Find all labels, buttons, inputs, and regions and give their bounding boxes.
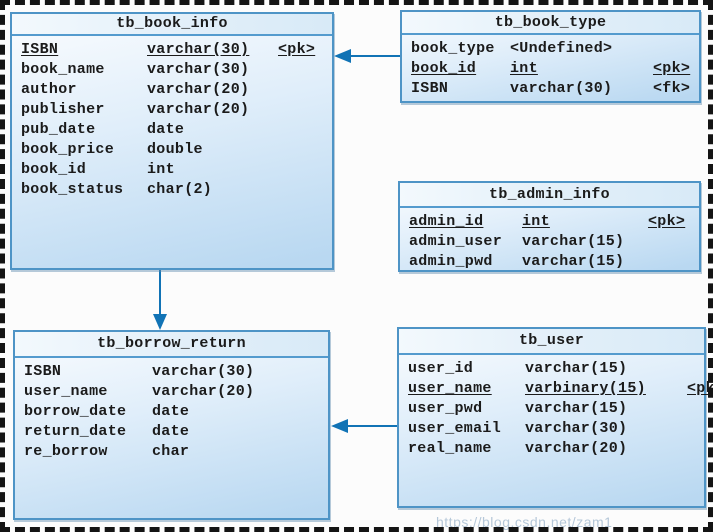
- column-name: borrow_date: [24, 403, 127, 420]
- column-row-user_id: user_id varchar(15): [399, 359, 704, 379]
- column-row-book_id: book_id int: [12, 160, 332, 180]
- connector-book-info-to-borrow-return-arrowhead-icon: [153, 314, 167, 330]
- column-row-user_pwd: user_pwd varchar(15): [399, 399, 704, 419]
- column-row-book_price: book_price double: [12, 140, 332, 160]
- column-type: varchar(30): [147, 41, 250, 58]
- column-type: varchar(30): [525, 420, 628, 437]
- column-type: date: [152, 423, 190, 440]
- column-row-book_name: book_name varchar(30): [12, 60, 332, 80]
- column-name: real_name: [408, 440, 492, 457]
- column-type: int: [147, 161, 175, 178]
- column-name: user_name: [408, 380, 492, 397]
- column-name: admin_user: [409, 233, 503, 250]
- column-type: date: [147, 121, 185, 138]
- column-type: varchar(15): [525, 360, 628, 377]
- column-key-indicator: <pk>: [278, 41, 316, 58]
- column-name: user_pwd: [408, 400, 483, 417]
- column-name: pub_date: [21, 121, 96, 138]
- table-title: tb_user: [399, 329, 704, 355]
- column-name: book_id: [21, 161, 87, 178]
- column-type: varchar(20): [525, 440, 628, 457]
- column-row-pub_date: pub_date date: [12, 120, 332, 140]
- column-row-admin_user: admin_user varchar(15): [400, 232, 699, 252]
- column-name: user_name: [24, 383, 108, 400]
- column-type: <Undefined>: [510, 40, 613, 57]
- table-columns: ISBN varchar(30) user_name varchar(20) borro…: [15, 358, 328, 462]
- column-type: int: [522, 213, 550, 230]
- column-name: book_type: [411, 40, 495, 57]
- column-row-ISBN: ISBN varchar(30) <fk>: [402, 79, 699, 99]
- column-type: varchar(30): [147, 61, 250, 78]
- column-type: varchar(30): [510, 80, 613, 97]
- column-row-user_email: user_email varchar(30): [399, 419, 704, 439]
- column-key-indicator: <pk>: [687, 380, 713, 397]
- column-type: char: [152, 443, 190, 460]
- column-type: varchar(20): [147, 81, 250, 98]
- column-name: re_borrow: [24, 443, 108, 460]
- column-name: book_price: [21, 141, 115, 158]
- column-type: varchar(20): [147, 101, 250, 118]
- column-row-publisher: publisher varchar(20): [12, 100, 332, 120]
- table-title: tb_borrow_return: [15, 332, 328, 358]
- column-name: book_status: [21, 181, 124, 198]
- column-row-borrow_date: borrow_date date: [15, 402, 328, 422]
- table-title: tb_book_type: [402, 12, 699, 35]
- column-row-admin_id: admin_id int <pk>: [400, 212, 699, 232]
- column-type: varchar(15): [525, 400, 628, 417]
- column-row-book_id: book_id int <pk>: [402, 59, 699, 79]
- column-type: int: [510, 60, 538, 77]
- column-type: double: [147, 141, 203, 158]
- table-title: tb_admin_info: [400, 183, 699, 208]
- column-name: admin_pwd: [409, 253, 493, 270]
- connector-book-info-to-borrow-return[interactable]: [159, 270, 161, 316]
- column-row-book_status: book_status char(2): [12, 180, 332, 200]
- column-name: publisher: [21, 101, 105, 118]
- column-type: varchar(20): [152, 383, 255, 400]
- column-row-author: author varchar(20): [12, 80, 332, 100]
- column-name: book_id: [411, 60, 477, 77]
- connector-book-type-to-book-info[interactable]: [348, 55, 400, 57]
- column-row-return_date: return_date date: [15, 422, 328, 442]
- column-name: ISBN: [411, 80, 449, 97]
- column-row-real_name: real_name varchar(20): [399, 439, 704, 459]
- column-key-indicator: <pk>: [653, 60, 691, 77]
- table-node-tb_book_type[interactable]: tb_book_type book_type <Undefined> book_id i…: [400, 10, 701, 103]
- column-type: char(2): [147, 181, 213, 198]
- column-name: user_email: [408, 420, 502, 437]
- connector-book-type-to-book-info-arrowhead-icon: [334, 49, 351, 63]
- connector-user-to-borrow-return[interactable]: [345, 425, 397, 427]
- column-type: date: [152, 403, 190, 420]
- connector-user-to-borrow-return-arrowhead-icon: [331, 419, 348, 433]
- table-columns: ISBN varchar(30) <pk> book_name varchar(30) a…: [12, 36, 332, 200]
- column-row-ISBN: ISBN varchar(30) <pk>: [12, 40, 332, 60]
- column-type: varbinary(15): [525, 380, 646, 397]
- column-row-book_type: book_type <Undefined>: [402, 39, 699, 59]
- column-name: book_name: [21, 61, 105, 78]
- column-key-indicator: <pk>: [648, 213, 686, 230]
- column-row-ISBN: ISBN varchar(30): [15, 362, 328, 382]
- column-row-admin_pwd: admin_pwd varchar(15): [400, 252, 699, 272]
- table-columns: book_type <Undefined> book_id int <pk> ISBN va…: [402, 35, 699, 99]
- column-row-re_borrow: re_borrow char: [15, 442, 328, 462]
- column-type: varchar(15): [522, 233, 625, 250]
- table-title: tb_book_info: [12, 14, 332, 36]
- column-row-user_name: user_name varbinary(15) <pk>: [399, 379, 713, 399]
- column-row-user_name: user_name varchar(20): [15, 382, 328, 402]
- column-name: ISBN: [21, 41, 59, 58]
- column-name: return_date: [24, 423, 127, 440]
- column-type: varchar(15): [522, 253, 625, 270]
- table-node-tb_user[interactable]: tb_user user_id varchar(15) user_name varbin…: [397, 327, 713, 508]
- column-key-indicator: <fk>: [653, 80, 691, 97]
- column-name: admin_id: [409, 213, 484, 230]
- column-type: varchar(30): [152, 363, 255, 380]
- column-name: user_id: [408, 360, 474, 377]
- column-name: author: [21, 81, 77, 98]
- table-columns: user_id varchar(15) user_name varbinary(15)…: [399, 355, 713, 459]
- watermark-url: https://blog.csdn.net/zam1: [436, 514, 613, 530]
- column-name: ISBN: [24, 363, 62, 380]
